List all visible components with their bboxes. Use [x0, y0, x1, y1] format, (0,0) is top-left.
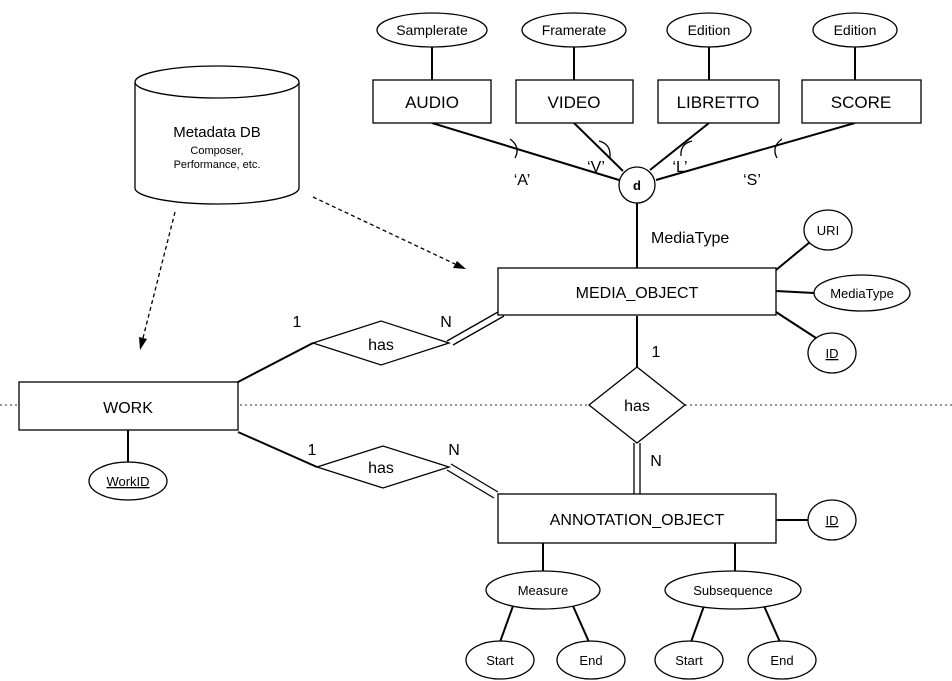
metadata-db-cylinder: Metadata DB Composer, Performance, etc.: [134, 65, 300, 205]
entity-libretto: LIBRETTO: [657, 79, 780, 124]
spec-label-video: ‘V’: [587, 159, 605, 176]
entity-video: VIDEO: [515, 79, 634, 124]
spec-label-score: ‘S’: [743, 172, 761, 189]
entity-audio: AUDIO: [372, 79, 492, 124]
metadata-arrows: [139, 196, 466, 350]
metadata-db-subtitle-1: Composer,: [190, 145, 243, 157]
svg-text:d: d: [633, 178, 641, 193]
svg-text:has: has: [624, 398, 650, 415]
metadata-db-title: Metadata DB: [173, 124, 261, 141]
attribute-mediatype: MediaType: [813, 274, 911, 312]
svg-text:MediaType: MediaType: [830, 286, 894, 301]
svg-text:WORK: WORK: [103, 400, 153, 417]
svg-text:Measure: Measure: [518, 583, 569, 598]
svg-text:SCORE: SCORE: [831, 93, 891, 112]
card-work-annotation-n: N: [448, 442, 460, 459]
relationship-work-annotation: has: [314, 445, 452, 489]
attribute-media-id: ID: [807, 332, 857, 374]
card-media-annotation-n: N: [650, 453, 662, 470]
svg-text:Edition: Edition: [688, 22, 731, 38]
attribute-uri: URI: [803, 209, 853, 251]
spec-label-audio: ‘A’: [514, 172, 531, 189]
svg-text:Edition: Edition: [834, 22, 877, 38]
svg-text:LIBRETTO: LIBRETTO: [677, 93, 760, 112]
svg-text:Start: Start: [486, 653, 514, 668]
svg-text:AUDIO: AUDIO: [405, 93, 459, 112]
disjoint-circle: d: [618, 166, 656, 204]
card-work-media-n: N: [440, 314, 452, 331]
metadata-db-subtitle-2: Performance, etc.: [174, 159, 261, 171]
attribute-work-id: WorkID: [88, 461, 168, 501]
svg-text:Samplerate: Samplerate: [396, 22, 468, 38]
card-media-annotation-1: 1: [652, 344, 661, 361]
svg-text:ANNOTATION_OBJECT: ANNOTATION_OBJECT: [550, 512, 725, 529]
entity-annotation-object: ANNOTATION_OBJECT: [497, 493, 777, 544]
svg-text:MEDIA_OBJECT: MEDIA_OBJECT: [576, 285, 699, 302]
media-attribute-edges: [775, 241, 817, 339]
lower-attribute-edges: [127, 430, 810, 643]
svg-text:Start: Start: [675, 653, 703, 668]
subset-arcs: [509, 138, 783, 159]
attribute-measure: Measure: [485, 570, 601, 610]
svg-text:End: End: [770, 653, 793, 668]
relationship-media-annotation: has: [587, 366, 687, 444]
entity-score: SCORE: [801, 79, 922, 124]
entity-work: WORK: [18, 381, 239, 431]
svg-text:URI: URI: [817, 223, 839, 238]
svg-text:ID: ID: [826, 513, 839, 528]
spec-label-libretto: ‘L’: [672, 159, 687, 176]
attribute-edges-top: [431, 47, 856, 80]
relationship-edges: [237, 311, 641, 499]
svg-text:Framerate: Framerate: [542, 22, 607, 38]
svg-text:has: has: [368, 460, 394, 477]
attribute-samplerate: Samplerate: [376, 12, 488, 48]
attribute-measure-start: Start: [465, 640, 535, 680]
attribute-subsequence-end: End: [747, 640, 817, 680]
specialization-edges: [431, 122, 856, 268]
svg-text:has: has: [368, 337, 394, 354]
svg-text:End: End: [579, 653, 602, 668]
attribute-measure-end: End: [556, 640, 626, 680]
svg-text:VIDEO: VIDEO: [548, 93, 601, 112]
attribute-score-edition: Edition: [812, 12, 898, 48]
card-work-annotation-1: 1: [308, 442, 317, 459]
entity-media-object: MEDIA_OBJECT: [497, 267, 777, 316]
card-work-media-1: 1: [293, 314, 302, 331]
svg-text:Subsequence: Subsequence: [693, 583, 773, 598]
relationship-work-media: has: [310, 320, 452, 366]
svg-text:WorkID: WorkID: [106, 474, 149, 489]
attribute-subsequence: Subsequence: [664, 570, 802, 610]
attribute-annotation-id: ID: [807, 499, 857, 541]
svg-text:ID: ID: [826, 346, 839, 361]
attribute-libretto-edition: Edition: [666, 12, 752, 48]
attribute-framerate: Framerate: [521, 12, 627, 48]
discriminator-label: MediaType: [651, 230, 729, 247]
attribute-subsequence-start: Start: [654, 640, 724, 680]
